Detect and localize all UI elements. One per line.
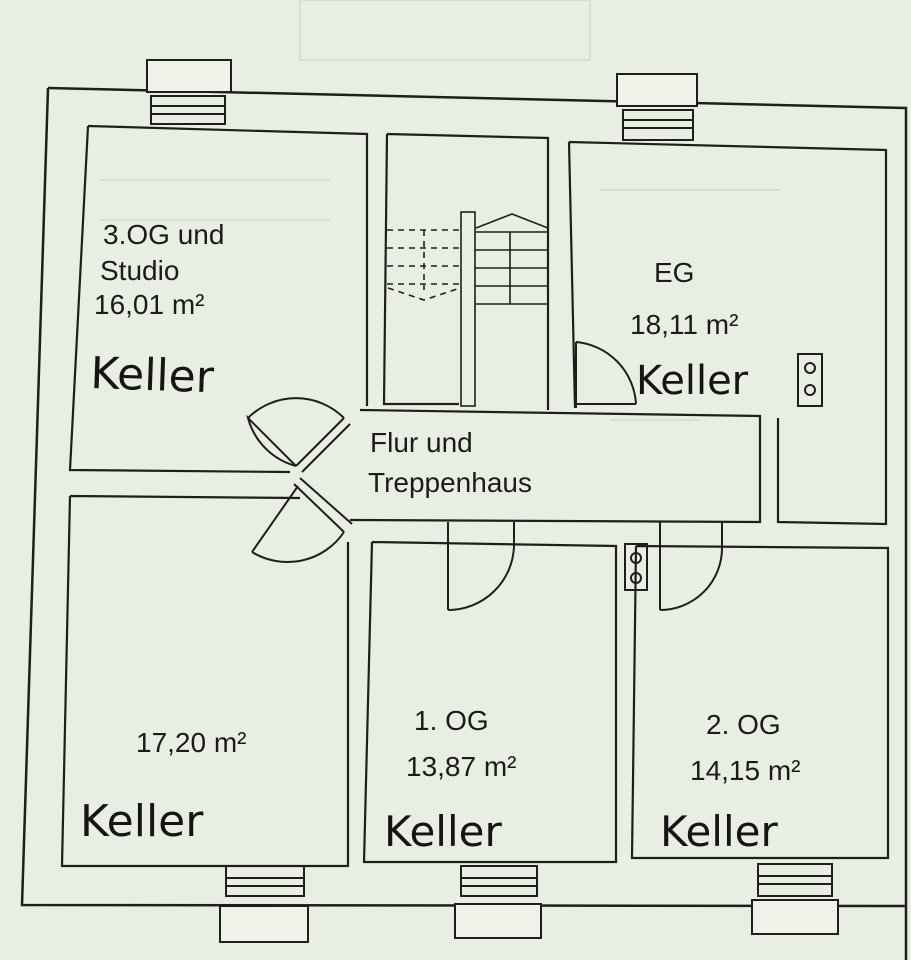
note-og2: Keller [660, 807, 778, 856]
door-eg [575, 341, 637, 408]
window-bottom-right [751, 863, 839, 935]
chimney-hall [624, 543, 648, 591]
label-lower-left-area: 17,20 m² [136, 727, 247, 758]
doors [246, 341, 723, 611]
room-lower-left-outline [60, 494, 350, 868]
label-upper-left-name2: Studio [100, 255, 179, 286]
label-og2-name: 2. OG [706, 709, 781, 740]
note-og1: Keller [384, 807, 502, 856]
door-og1 [447, 522, 515, 611]
room-eg-outline [567, 140, 888, 526]
note-eg: Keller [636, 358, 749, 404]
background-grid [100, 0, 780, 421]
room-labels: 3.OG und Studio 16,01 m² EG 18,11 m² Flu… [94, 219, 801, 786]
window-bottom-middle [454, 865, 542, 939]
chimney-eg [797, 353, 823, 407]
label-eg-area: 18,11 m² [630, 309, 738, 340]
window-top-left [146, 59, 232, 125]
window-bottom-left [219, 865, 309, 943]
room-og2-outline [630, 544, 890, 860]
handwritten-notes: Keller Keller Keller Keller Keller [80, 348, 778, 856]
room-walls [60, 124, 890, 868]
label-upper-left-area: 16,01 m² [94, 289, 205, 320]
window-top-right [616, 73, 698, 141]
chimneys [624, 353, 823, 591]
room-upper-left-outline [68, 124, 369, 474]
label-hall-line2: Treppenhaus [368, 467, 532, 498]
label-hall-line1: Flur und [370, 427, 473, 458]
label-og2-area: 14,15 m² [690, 755, 801, 786]
label-upper-left-name1: 3.OG und [103, 219, 224, 250]
label-eg-name: EG [654, 257, 694, 288]
stair-room-outline [382, 132, 550, 410]
window-wells [146, 59, 839, 943]
outer-wall [20, 86, 908, 960]
door-upper-left [246, 397, 351, 473]
label-og1-name: 1. OG [414, 705, 489, 736]
door-og2 [659, 522, 723, 611]
note-upper-left: Keller [90, 348, 216, 403]
note-lower-left: Keller [80, 796, 204, 847]
door-lower-left [251, 477, 353, 564]
room-og1-outline [362, 540, 618, 864]
staircase [387, 211, 549, 407]
label-og1-area: 13,87 m² [406, 751, 517, 782]
hall-outline [349, 408, 762, 524]
